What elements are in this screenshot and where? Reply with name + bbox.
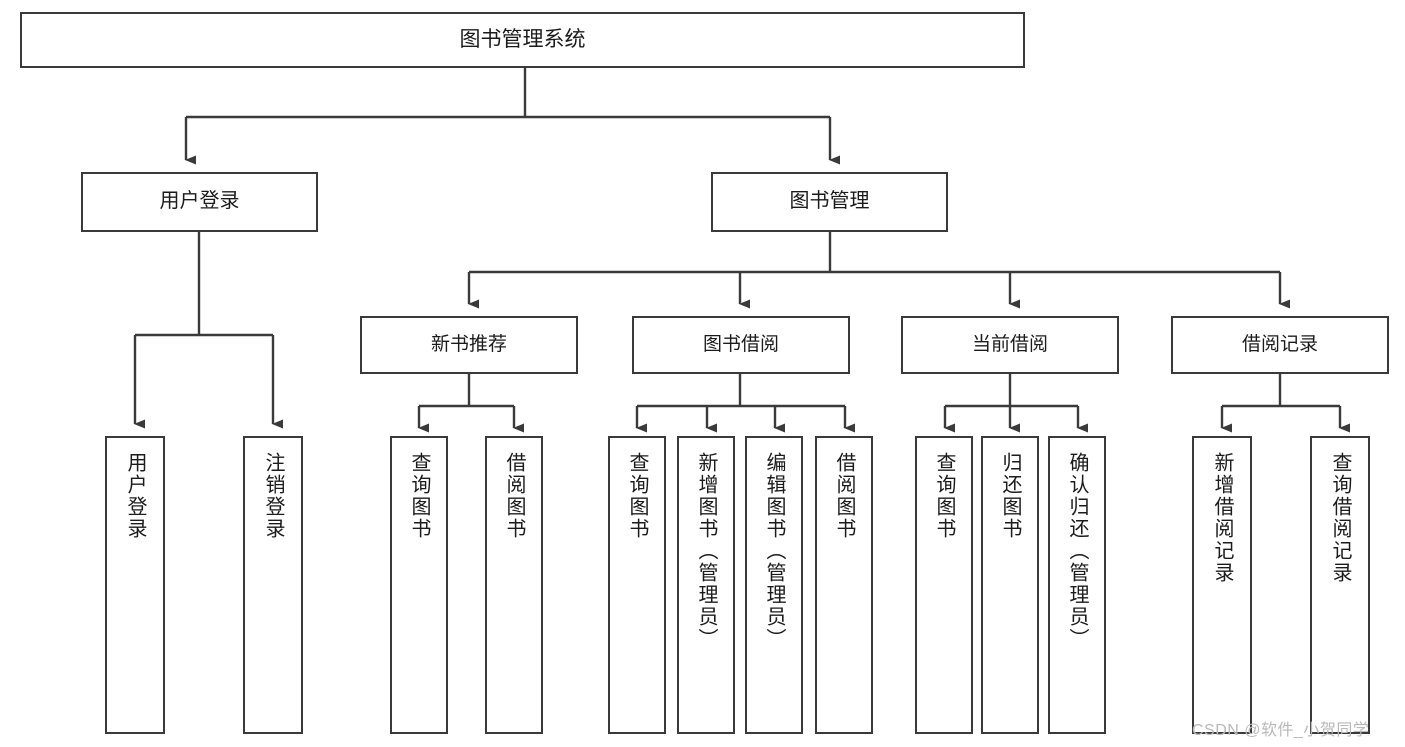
- node-leaf-query-book-3[interactable]: 查询图书: [915, 436, 973, 734]
- node-leaf-user-login-label: 用户登录: [124, 452, 146, 540]
- node-leaf-borrow-book-1-label: 借阅图书: [503, 452, 525, 540]
- node-leaf-user-login[interactable]: 用户登录: [105, 436, 165, 734]
- node-user-login[interactable]: 用户登录: [81, 172, 318, 232]
- node-leaf-return-book[interactable]: 归还图书: [981, 436, 1039, 734]
- node-current-borrow-label: 当前借阅: [971, 333, 1048, 355]
- node-leaf-add-book-label: 新增图书（管理员）: [695, 452, 717, 650]
- node-leaf-borrow-book-2-label: 借阅图书: [833, 452, 855, 540]
- node-book-manage[interactable]: 图书管理: [711, 172, 948, 232]
- node-leaf-borrow-book-2[interactable]: 借阅图书: [815, 436, 873, 734]
- node-book-borrow-label: 图书借阅: [702, 333, 779, 355]
- csdn-watermark: CSDN @软件_小贺同学: [1192, 722, 1370, 739]
- node-leaf-confirm-return[interactable]: 确认归还（管理员）: [1048, 436, 1106, 734]
- node-leaf-query-book-3-label: 查询图书: [933, 452, 955, 540]
- node-new-book-recommend[interactable]: 新书推荐: [360, 316, 578, 374]
- node-new-book-recommend-label: 新书推荐: [430, 333, 507, 355]
- node-leaf-query-book-1-label: 查询图书: [408, 452, 430, 540]
- node-leaf-edit-book-label: 编辑图书（管理员）: [763, 452, 785, 650]
- node-leaf-logout-login-label: 注销登录: [262, 452, 284, 540]
- node-leaf-query-record[interactable]: 查询借阅记录: [1310, 436, 1370, 734]
- node-leaf-add-book[interactable]: 新增图书（管理员）: [677, 436, 735, 734]
- node-book-manage-label: 图书管理: [789, 190, 870, 213]
- node-borrow-record-label: 借阅记录: [1241, 333, 1318, 355]
- node-leaf-borrow-book-1[interactable]: 借阅图书: [485, 436, 543, 734]
- node-leaf-query-record-label: 查询借阅记录: [1329, 452, 1351, 584]
- node-leaf-query-book-2-label: 查询图书: [626, 452, 648, 540]
- node-leaf-add-record-label: 新增借阅记录: [1211, 452, 1233, 584]
- node-root[interactable]: 图书管理系统: [20, 12, 1025, 68]
- node-current-borrow[interactable]: 当前借阅: [901, 316, 1119, 374]
- node-leaf-confirm-return-label: 确认归还（管理员）: [1066, 452, 1088, 650]
- node-user-login-label: 用户登录: [159, 190, 240, 213]
- node-root-label: 图书管理系统: [459, 27, 586, 51]
- node-borrow-record[interactable]: 借阅记录: [1171, 316, 1389, 374]
- node-leaf-return-book-label: 归还图书: [999, 452, 1021, 540]
- node-leaf-query-book-2[interactable]: 查询图书: [608, 436, 666, 734]
- node-book-borrow[interactable]: 图书借阅: [632, 316, 850, 374]
- node-leaf-add-record[interactable]: 新增借阅记录: [1192, 436, 1252, 734]
- node-leaf-logout-login[interactable]: 注销登录: [243, 436, 303, 734]
- node-leaf-edit-book[interactable]: 编辑图书（管理员）: [745, 436, 803, 734]
- node-leaf-query-book-1[interactable]: 查询图书: [390, 436, 448, 734]
